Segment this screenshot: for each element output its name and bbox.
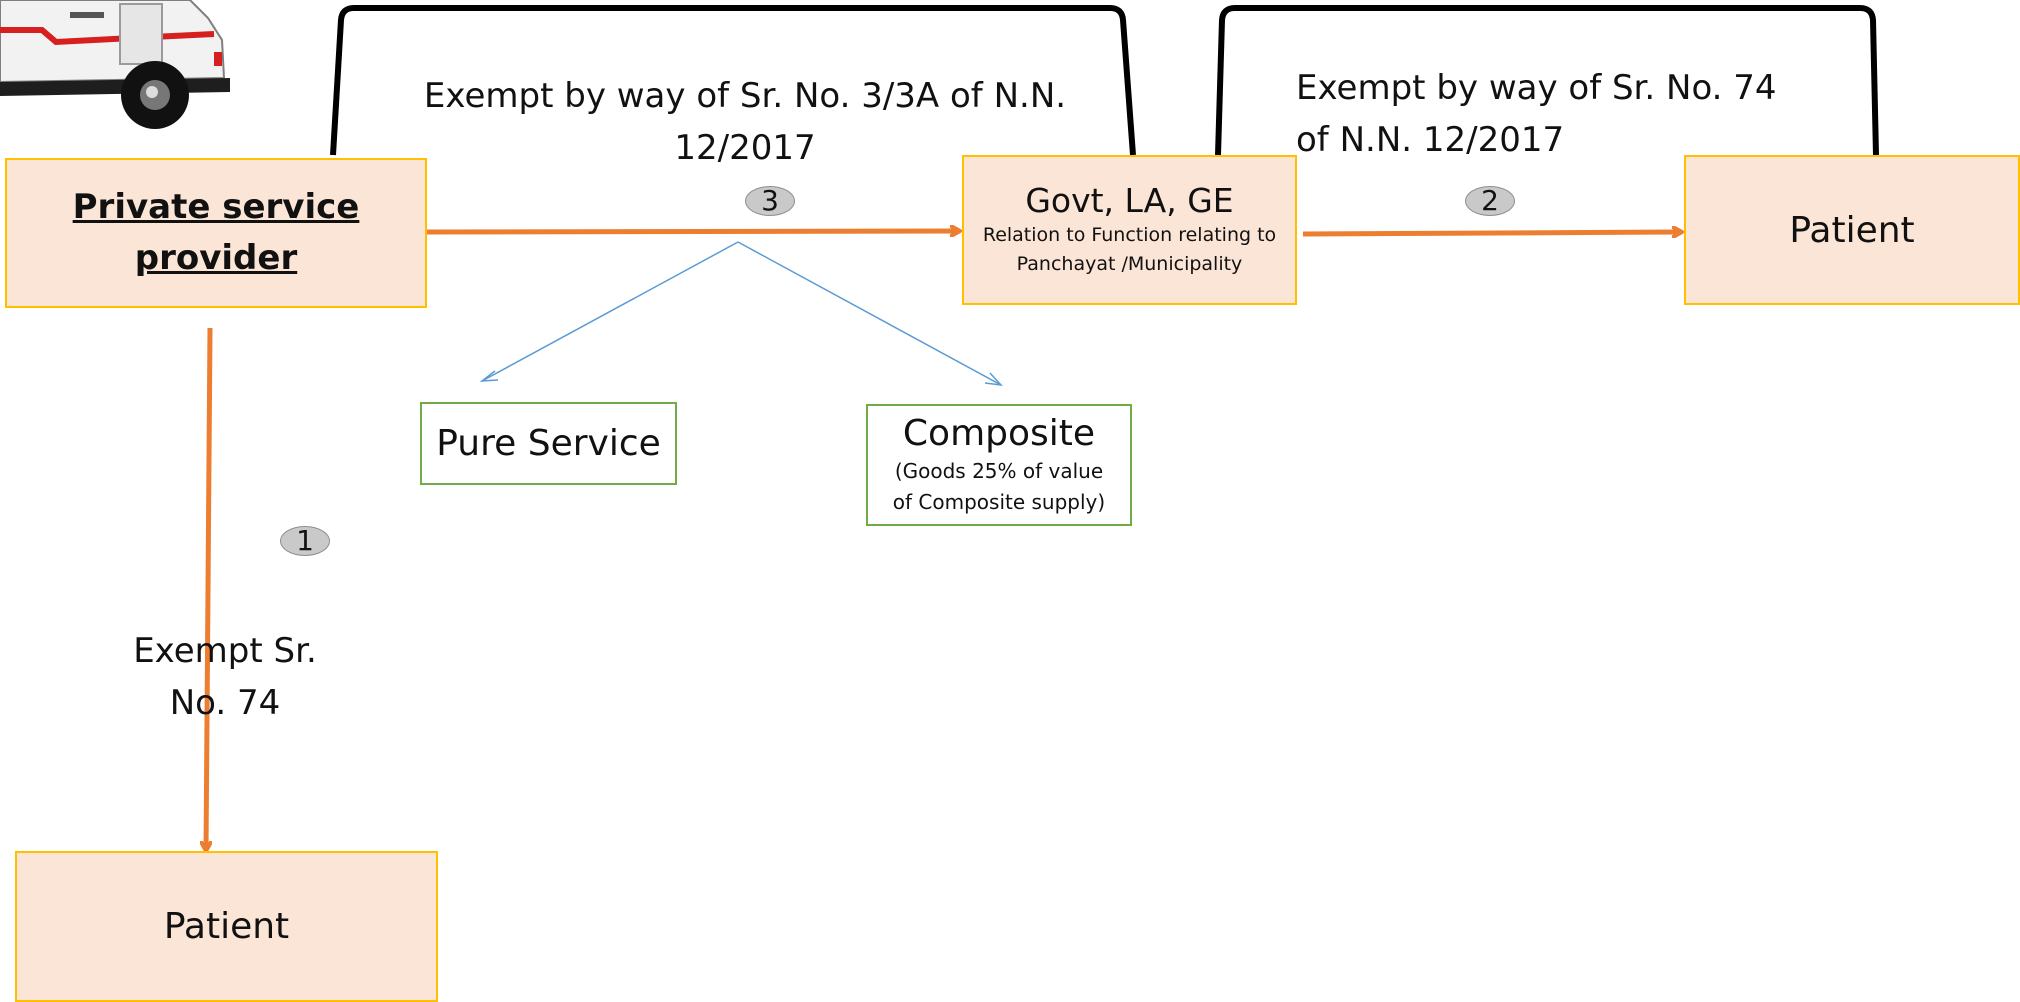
arrow-provider-to-patient	[206, 327, 213, 851]
govt-la-ge-title: Govt, LA, GE	[1025, 181, 1234, 220]
bracket-line-3	[330, 5, 1136, 156]
patient-right-label: Patient	[1789, 209, 1915, 251]
patient-right-box: Patient	[1684, 155, 2020, 305]
step-badge-3: 3	[745, 186, 795, 216]
private-service-provider-box: Private service provider	[5, 158, 427, 308]
composite-title: Composite	[902, 413, 1096, 454]
govt-la-ge-box: Govt, LA, GE Relation to Function relati…	[962, 155, 1297, 305]
private-service-provider-label: Private service provider	[72, 187, 360, 278]
composite-subtitle: (Goods 25% of value of Composite supply)	[892, 459, 1106, 514]
step-badge-2: 2	[1465, 186, 1515, 216]
govt-la-ge-subtitle: Relation to Function relating to Panchay…	[982, 224, 1277, 275]
bracket-line-2	[1215, 5, 1879, 156]
pure-service-label: Pure Service	[436, 423, 661, 464]
ambulance-icon	[0, 0, 230, 129]
exempt-sr-3-label: Exempt by way of Sr. No. 3/3A of N.N. 12…	[423, 76, 1067, 168]
arrow-provider-to-govt	[426, 231, 960, 232]
composite-box: Composite (Goods 25% of value of Composi…	[866, 404, 1132, 526]
patient-bottom-label: Patient	[163, 906, 290, 947]
exempt-sr-74-top-label: Exempt by way of Sr. No. 74 of N.N. 12/2…	[1296, 68, 1777, 160]
exempt-sr-74-bottom-label: Exempt Sr. No. 74	[133, 631, 317, 723]
step-badge-1: 1	[280, 526, 330, 556]
branch-arrows	[479, 241, 1003, 386]
arrow-govt-to-patient	[1302, 232, 1682, 234]
patient-bottom-box: Patient	[15, 851, 438, 1002]
pure-service-box: Pure Service	[420, 402, 677, 485]
